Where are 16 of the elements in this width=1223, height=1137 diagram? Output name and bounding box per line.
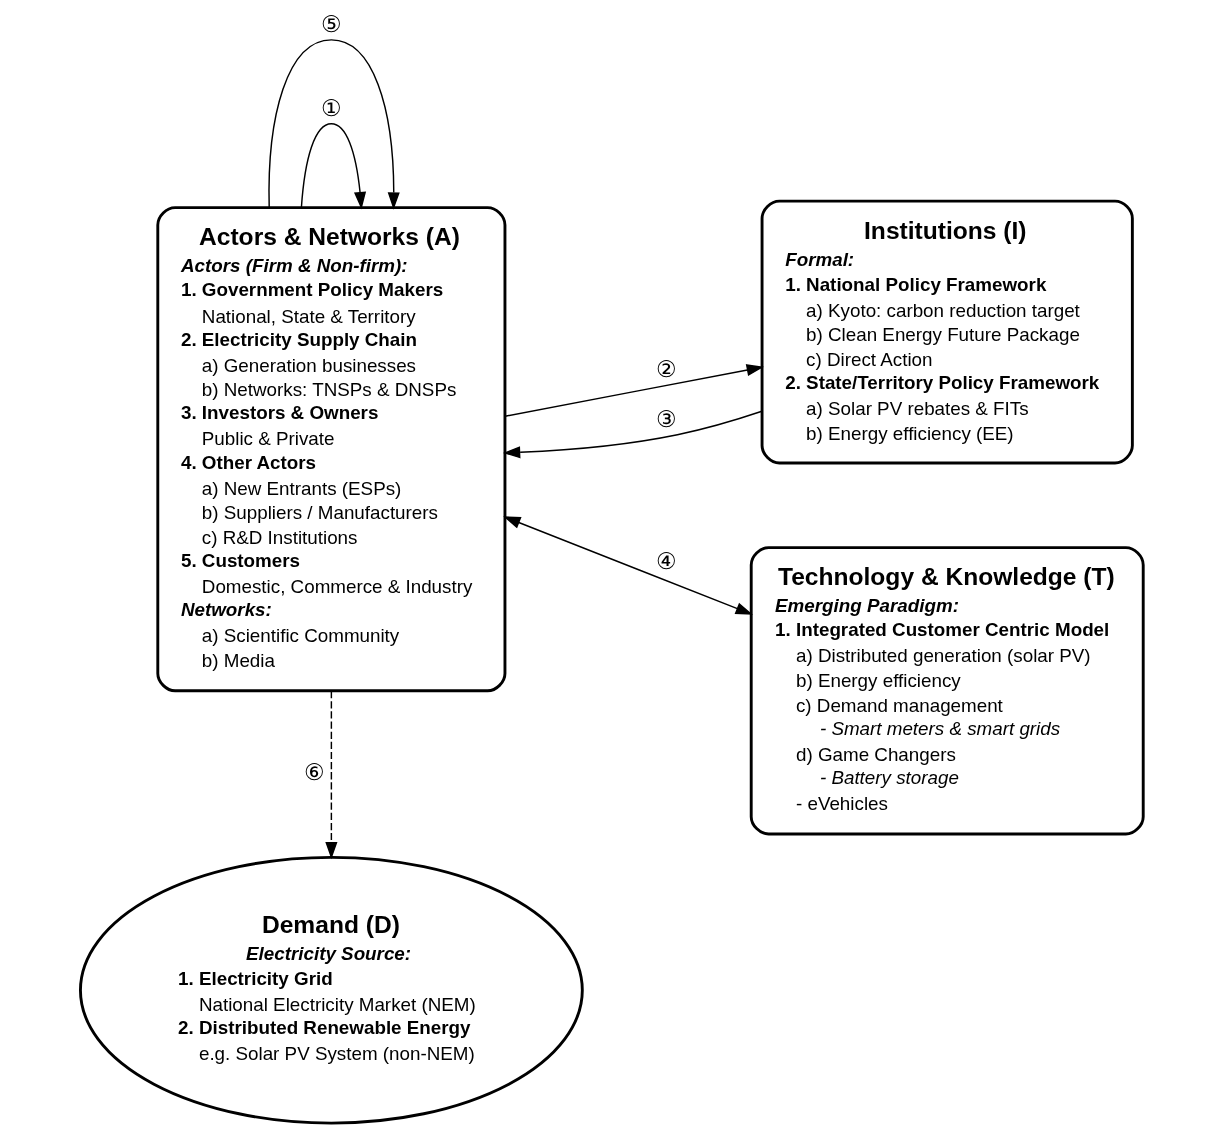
edge-label: ① xyxy=(320,95,342,122)
arrow xyxy=(300,123,366,210)
node-ellipse: Demand (D) Electricity Source: 1. Electricity Grid National Electricity Market (NEM) 2. Distributed Renewable Energy e.g. Solar PV System (non-NEM) xyxy=(78,855,584,1125)
arrow xyxy=(324,690,337,860)
arrow xyxy=(267,39,400,210)
arrow xyxy=(502,410,763,459)
edge-label: ④ xyxy=(655,547,677,574)
edge-label: ⑤ xyxy=(320,11,342,38)
node-box: Actors & Networks (A) Actors (Firm & Non-firm): 1. Government Policy Makers National, State & Territory 2. Electricity Supply Chain a) Generation businesses b) Networks: TNSPs & DNSPs 3. Investors & Owners Public & Private 4. Other Actors a) New Entrants (ESPs) b) Suppliers / Manufacturers c) R&D Institutions 5. Customers Domestic, Commerce & Industry Networks: a) Scientific Community b) Media xyxy=(155,206,506,693)
edge-label: ② xyxy=(655,355,677,382)
arrow xyxy=(503,364,764,417)
edge-label: ⑥ xyxy=(303,758,325,785)
node-box: Institutions (I) Formal: 1. National Policy Framework a) Kyoto: carbon reduction target b) Clean Energy Future Package c) Direct Action 2. State/Territory Policy Framework a) Solar PV rebates & FITs b) Energy efficiency (EE) xyxy=(760,199,1134,465)
node-box: Technology & Knowledge (T) Emerging Paradigm: 1. Integrated Customer Centric Model a) Distributed generation (solar PV) b) Energy efficiency c) Demand management - Smart meters & smart grids d) Game Changers - Battery storage - eVehicles xyxy=(749,546,1145,836)
arrow xyxy=(502,516,753,615)
edge-label: ③ xyxy=(655,406,677,433)
